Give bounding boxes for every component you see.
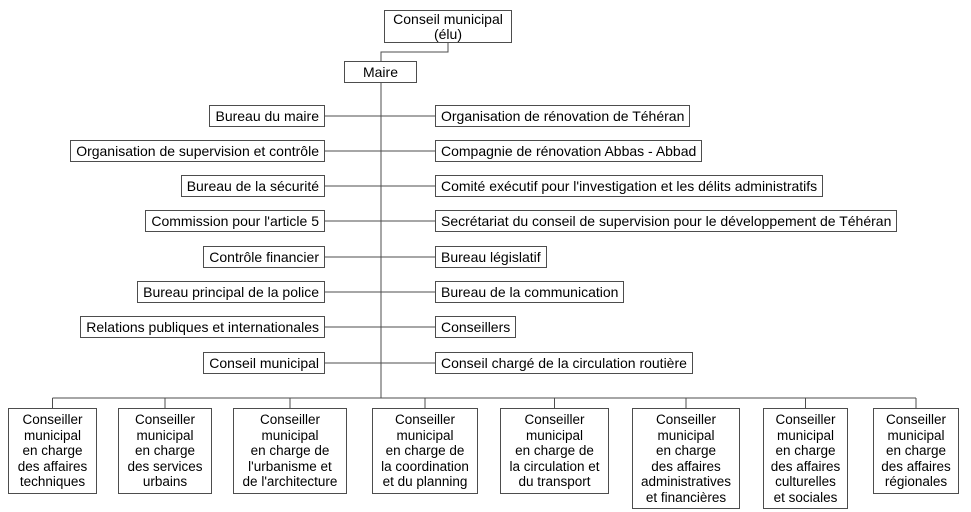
box-organisation-supervision-controle: Organisation de supervision et contrôle: [70, 140, 325, 162]
box-conseillers: Conseillers: [435, 316, 517, 338]
box-conseiller-services-urbains: Conseiller municipal en charge des servi…: [118, 408, 212, 494]
box-comite-executif-investigation: Comité exécutif pour l'investigation et …: [435, 175, 824, 197]
box-organisation-renovation-teheran: Organisation de rénovation de Téhéran: [435, 105, 691, 127]
box-conseiller-circulation-transport: Conseiller municipal en charge de la cir…: [500, 408, 609, 494]
box-conseil-circulation-routiere: Conseil chargé de la circulation routièr…: [435, 352, 693, 374]
connector-path: [52, 43, 917, 408]
box-controle-financier: Contrôle financier: [203, 246, 325, 268]
box-conseiller-affaires-regionales: Conseiller municipal en charge des affai…: [873, 408, 959, 494]
box-conseiller-coordination-planning: Conseiller municipal en charge de la coo…: [372, 408, 478, 494]
box-bureau-securite: Bureau de la sécurité: [180, 175, 325, 197]
box-conseiller-affaires-techniques: Conseiller municipal en charge des affai…: [8, 408, 97, 494]
box-conseiller-urbanisme-architecture: Conseiller municipal en charge de l'urba…: [233, 408, 347, 494]
box-bureau-communication: Bureau de la communication: [435, 281, 625, 303]
box-bureau-principal-police: Bureau principal de la police: [137, 281, 325, 303]
box-conseil-municipal: Conseil municipal: [203, 352, 325, 374]
box-secretariat-conseil-supervision: Secrétariat du conseil de supervision po…: [435, 210, 898, 232]
box-bureau-du-maire: Bureau du maire: [209, 105, 325, 127]
box-commission-article-5: Commission pour l'article 5: [145, 210, 325, 232]
box-conseil-municipal-elu: Conseil municipal (élu): [384, 10, 512, 43]
box-maire: Maire: [344, 61, 417, 83]
box-bureau-legislatif: Bureau législatif: [435, 246, 547, 268]
box-conseiller-affaires-culturelles: Conseiller municipal en charge des affai…: [763, 408, 848, 509]
box-relations-publiques-internationales: Relations publiques et internationales: [80, 316, 325, 338]
box-compagnie-renovation-abbas-abbad: Compagnie de rénovation Abbas - Abbad: [435, 140, 703, 162]
box-conseiller-affaires-administratives: Conseiller municipal en charge des affai…: [632, 408, 740, 509]
